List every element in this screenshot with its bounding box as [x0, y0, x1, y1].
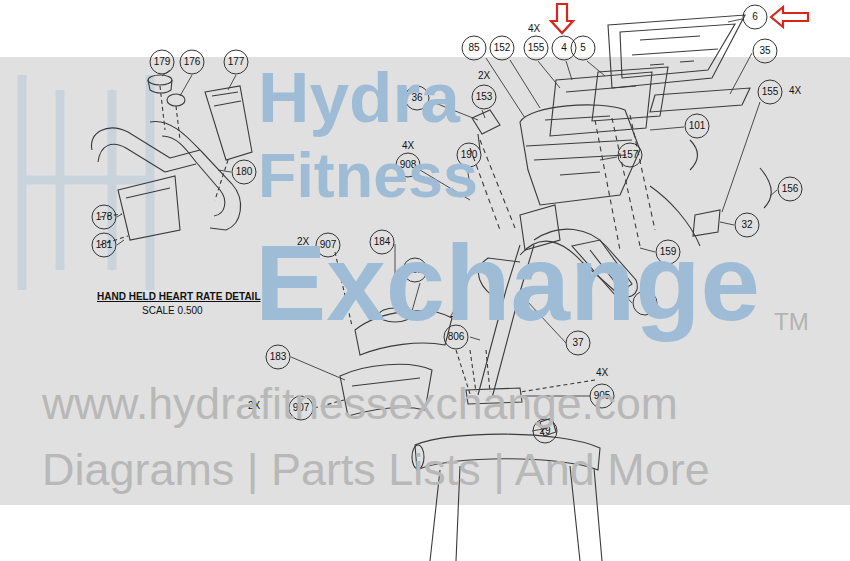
callout-outline-circle — [472, 85, 496, 109]
callout-circle: 153 — [471, 84, 497, 110]
callout-number: 5 — [580, 43, 586, 53]
callout-outline-circle — [490, 36, 514, 60]
quantity-note: 2X — [478, 71, 490, 81]
callout-number: 29 — [539, 426, 550, 436]
callout-circle: 157 — [617, 142, 643, 168]
callout-circle: 183 — [265, 344, 291, 370]
console-assembly-part — [632, 36, 718, 65]
red-pointer-arrows-part — [771, 7, 808, 27]
quantity-note: 4X — [528, 24, 540, 34]
callout-circle: 6 — [742, 4, 768, 30]
console-assembly-part — [520, 105, 640, 205]
callout-outline-circle — [232, 160, 256, 184]
callout-outline-circle — [758, 80, 782, 104]
callout-circle: 35 — [752, 38, 778, 64]
handlebar-detail-part — [150, 122, 241, 230]
scale-note: SCALE 0.500 — [142, 306, 203, 316]
leader-lines — [117, 19, 777, 431]
callout-circle: 156 — [777, 176, 803, 202]
callout-number: 101 — [689, 121, 706, 131]
callout-outline-circle — [743, 5, 767, 29]
callout-circle: 177 — [223, 49, 249, 75]
console-assembly — [470, 15, 771, 250]
callout-number: 4 — [561, 43, 567, 53]
callout-circle: 179 — [149, 49, 175, 75]
watermark: Hydra — [258, 62, 460, 133]
watermark: Diagrams | Parts Lists | And More — [42, 448, 710, 493]
leader-lines-part — [486, 19, 742, 118]
red-pointer-arrows-part — [551, 4, 573, 33]
callout-number: 178 — [96, 212, 113, 222]
callout-circle: 155 — [523, 35, 549, 61]
leader-lines-part — [162, 70, 777, 252]
watermark: Exchange — [255, 230, 760, 337]
callout-number: 156 — [782, 184, 799, 194]
callout-outline-circle — [552, 36, 576, 60]
callout-circle: 176 — [179, 49, 205, 75]
quantity-note: 4X — [596, 368, 608, 378]
callout-number: 183 — [270, 352, 287, 362]
handlebar-detail-part — [167, 94, 185, 106]
callout-outline-circle — [92, 233, 116, 257]
callout-number: 85 — [468, 43, 479, 53]
callout-circle: 181 — [91, 232, 117, 258]
callout-number: 155 — [762, 87, 779, 97]
callout-number: 155 — [528, 43, 545, 53]
handlebar-detail-part — [91, 128, 170, 172]
watermark: www.hydrafitnessexchange.com — [42, 382, 678, 427]
callout-outline-circle — [571, 36, 595, 60]
callout-outline-circle — [618, 143, 642, 167]
handlebar-detail-part — [148, 75, 172, 85]
callout-circle: 101 — [684, 113, 710, 139]
callout-outline-circle — [180, 50, 204, 74]
callout-outline-circle — [462, 36, 486, 60]
callout-circle: 178 — [91, 204, 117, 230]
callout-number: 176 — [184, 57, 201, 67]
callout-number: 179 — [154, 57, 171, 67]
callout-number: 35 — [759, 46, 770, 56]
handlebar-detail-part — [165, 150, 200, 172]
callout-number: 6 — [752, 12, 758, 22]
console-assembly-part — [526, 116, 632, 175]
callout-number: 37 — [572, 338, 583, 348]
console-assembly-part — [650, 88, 750, 112]
detail-title: HAND HELD HEART RATE DETAIL — [97, 292, 261, 302]
callout-number: 177 — [228, 57, 245, 67]
callout-outline-circle — [778, 177, 802, 201]
callout-outline-circle — [753, 39, 777, 63]
callout-outline-circle — [92, 205, 116, 229]
callout-circle: 5 — [570, 35, 596, 61]
callout-outline-circle — [685, 114, 709, 138]
callout-circle: 180 — [231, 159, 257, 185]
quantity-note: 4X — [789, 86, 801, 96]
console-assembly-part — [608, 15, 745, 88]
callout-outline-circle — [524, 36, 548, 60]
leader-lines-part — [430, 53, 760, 212]
watermark: Fitness — [258, 144, 478, 207]
watermark-logo — [22, 75, 150, 290]
callout-number: 157 — [622, 150, 639, 160]
red-pointer-arrows — [551, 4, 808, 33]
callout-circle: 4 — [551, 35, 577, 61]
callout-circle: 152 — [489, 35, 515, 61]
console-assembly-part — [550, 72, 652, 136]
handlebar-detail-part — [160, 86, 228, 200]
callout-number: 153 — [476, 92, 493, 102]
callout-number: 180 — [236, 167, 253, 177]
callout-outline-circle — [266, 345, 290, 369]
watermark-logo-part — [22, 75, 150, 290]
watermark: TM — [774, 310, 809, 334]
callout-number: 181 — [96, 240, 113, 250]
callout-number: 32 — [741, 220, 752, 230]
handlebar-detail-part — [205, 86, 252, 160]
handlebar-detail — [91, 75, 252, 245]
callout-outline-circle — [150, 50, 174, 74]
callout-number: 152 — [494, 43, 511, 53]
callout-circle: 85 — [461, 35, 487, 61]
watermark-band — [0, 57, 850, 505]
callout-circle: 155 — [757, 79, 783, 105]
handlebar-detail-part — [118, 176, 180, 240]
callout-outline-circle — [224, 50, 248, 74]
